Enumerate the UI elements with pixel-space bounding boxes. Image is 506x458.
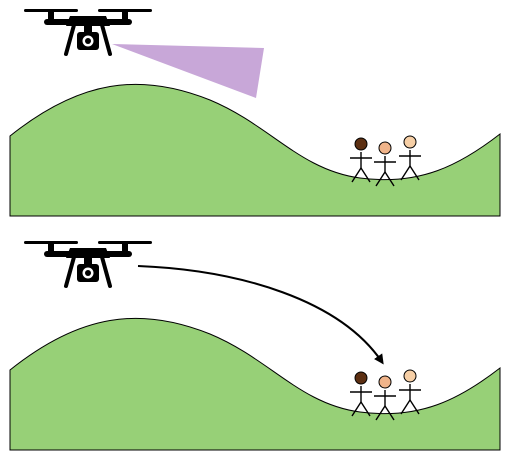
hill-terrain-bottom [9, 317, 501, 451]
person-2-bottom [373, 375, 397, 421]
top-panel [9, 7, 501, 217]
hill-terrain-top [9, 83, 501, 217]
person-3-top [398, 135, 422, 181]
person-2-top [373, 141, 397, 187]
person-3-bottom [398, 369, 422, 415]
person-1-bottom [349, 371, 373, 417]
bottom-panel [9, 239, 501, 451]
flight-path-arrow [137, 265, 384, 365]
camera-field-of-view-cone [112, 44, 264, 98]
person-1-top [349, 137, 373, 183]
drone-icon-bottom [22, 239, 154, 288]
